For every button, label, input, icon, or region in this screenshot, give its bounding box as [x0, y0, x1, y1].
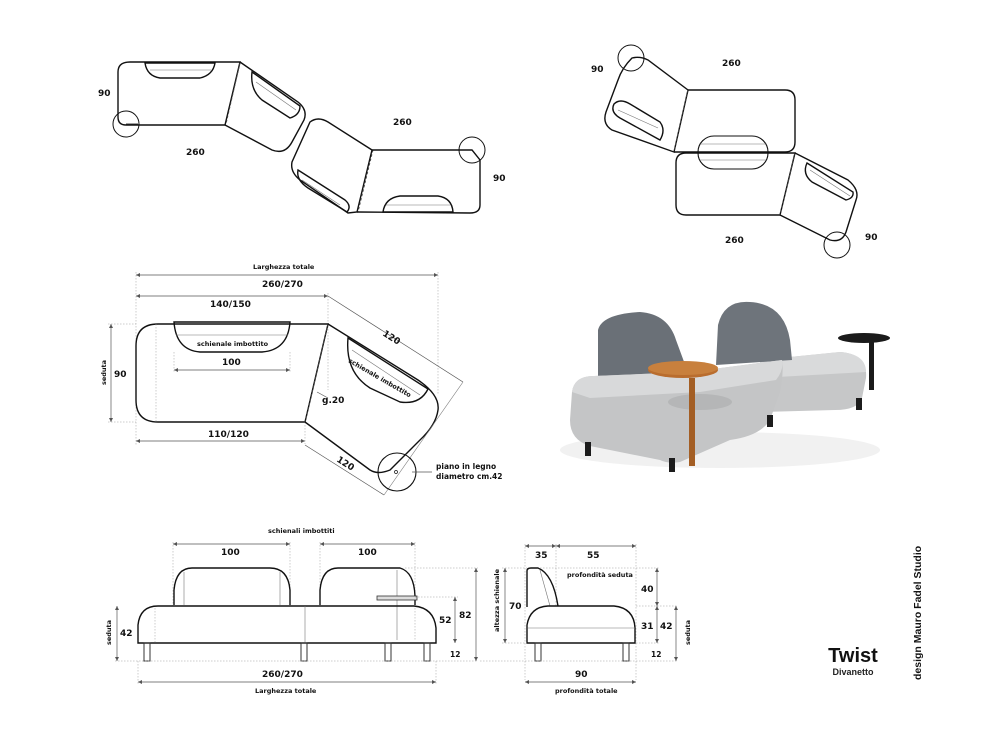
dim-total-height-front: 82: [459, 611, 472, 621]
dim-backrest-right-front: 100: [358, 548, 377, 558]
label-total-width: Larghezza totale: [253, 263, 315, 271]
dim-segment-width: 140/150: [210, 300, 251, 310]
plan-view: Larghezza totale 260/270 140/150 schiena…: [100, 263, 503, 496]
config-top-left: 90 260 260 90: [98, 61, 506, 214]
label-seat-plan: seduta: [100, 360, 108, 385]
product-name: Twist: [828, 645, 878, 667]
side-view: 35 55 profondità seduta 70 altezza schie…: [480, 544, 692, 695]
dim-config1-length-right: 260: [393, 118, 412, 128]
dim-backrest-height: 70: [509, 602, 522, 612]
label-backrest-height: altezza schienale: [493, 568, 501, 632]
dim-config1-depth-right: 90: [493, 174, 506, 184]
dim-cushion-height: 31: [641, 622, 654, 632]
dim-seat-height-front: 42: [120, 629, 133, 639]
dim-bottom-width: 110/120: [208, 430, 249, 440]
dim-angle: g.20: [322, 396, 344, 406]
dim-leg-height-front: 12: [450, 650, 460, 659]
label-seat-side: seduta: [684, 620, 692, 645]
dim-config2-depth-left: 90: [591, 65, 604, 75]
label-total-depth: profondità totale: [555, 687, 618, 695]
dim-angled-top: 120: [380, 329, 401, 347]
label-backrests-front: schienali imbottiti: [268, 527, 335, 535]
dim-seat-height-side: 42: [660, 622, 673, 632]
dim-backrest-depth: 35: [535, 551, 548, 561]
dim-config1-depth-left: 90: [98, 89, 111, 99]
dim-total-depth: 90: [575, 670, 588, 680]
dim-total-width: 260/270: [262, 280, 303, 290]
dim-config1-length-left: 260: [186, 148, 205, 158]
dim-backrest-width-plan: 100: [222, 358, 241, 368]
dim-backrest-left-front: 100: [221, 548, 240, 558]
config-top-right: 90 260 260 90: [591, 44, 878, 259]
label-seat-depth-side: profondità seduta: [567, 571, 633, 579]
label-seat-front: seduta: [105, 620, 113, 645]
dim-config2-length-bottom: 260: [725, 236, 744, 246]
front-view: schienali imbottiti 100 100 42 sed: [105, 527, 478, 695]
label-backrest-plan: schienale imbottito: [197, 340, 269, 348]
designer-credit: design Mauro Fadel Studio: [912, 545, 924, 680]
dim-table-height: 52: [439, 616, 452, 626]
table-note-line2: diametro cm.42: [436, 472, 503, 481]
dim-seat-depth-side: 55: [587, 551, 600, 561]
dim-config2-length-top: 260: [722, 59, 741, 69]
table-note-line1: piano in legno: [436, 462, 496, 471]
product-category: Divanetto: [832, 667, 874, 677]
sofa-render: [560, 301, 890, 472]
dim-seat-depth: 90: [114, 370, 127, 380]
dim-config2-depth-right: 90: [865, 233, 878, 243]
dim-leg-height-side: 12: [651, 650, 661, 659]
dim-total-width-front: 260/270: [262, 670, 303, 680]
dim-backrest-above-seat: 40: [641, 585, 654, 595]
product-branding: Twist Divanetto: [823, 646, 883, 677]
label-total-width-front: Larghezza totale: [255, 687, 317, 695]
